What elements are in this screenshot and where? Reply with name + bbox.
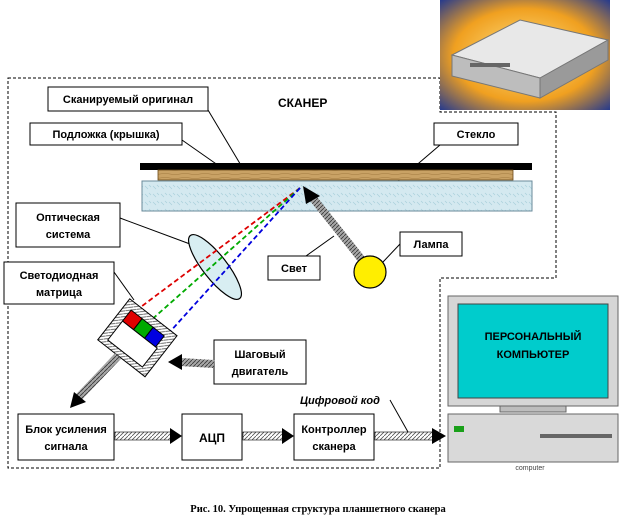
ray-blue (157, 187, 301, 346)
svg-text:Стекло: Стекло (457, 129, 496, 141)
svg-text:Светодиодная: Светодиодная (20, 270, 99, 282)
svg-text:АЦП: АЦП (199, 431, 225, 445)
svg-text:матрица: матрица (36, 287, 83, 299)
personal-computer: ПЕРСОНАЛЬНЫЙ КОМПЬЮТЕР computer (447, 295, 619, 472)
arrow-amp-adc (114, 428, 182, 444)
leader-lamp (382, 243, 401, 263)
lid-bar (140, 163, 532, 170)
label-scanned-original: Сканируемый оригинал (47, 86, 209, 112)
svg-text:Блок усиления: Блок усиления (25, 424, 107, 436)
lamp (353, 255, 387, 289)
arrow-controller-pc (374, 428, 446, 444)
svg-text:сигнала: сигнала (44, 441, 88, 453)
glass-plate (141, 180, 533, 212)
leader-digital-code (389, 399, 409, 433)
scanned-original (157, 169, 514, 181)
scanner-title: СКАНЕР (278, 96, 327, 110)
stepper-shaft (179, 358, 215, 368)
svg-text:двигатель: двигатель (232, 366, 289, 378)
leader-original (207, 109, 246, 173)
scanner-photo (440, 0, 610, 110)
label-optical-system: Оптическая система (15, 202, 121, 248)
block-controller: Контроллер сканера (293, 413, 375, 461)
block-adc: АЦП (181, 413, 243, 461)
leader-led (113, 271, 135, 301)
digital-code-label: Цифровой код (300, 395, 380, 407)
svg-text:КОМПЬЮТЕР: КОМПЬЮТЕР (497, 349, 570, 361)
leader-optical (119, 217, 191, 245)
block-amplifier: Блок усиления сигнала (17, 413, 115, 461)
svg-text:Контроллер: Контроллер (301, 424, 367, 436)
svg-text:Сканируемый оригинал: Сканируемый оригинал (63, 94, 193, 106)
label-substrate: Подложка (крышка) (29, 122, 183, 146)
svg-text:Подложка (крышка): Подложка (крышка) (52, 129, 159, 141)
matrix-output (75, 353, 121, 401)
svg-text:computer: computer (515, 465, 545, 472)
figure-caption: Рис. 10. Упрощенная структура планшетног… (190, 504, 446, 515)
light-beam (308, 194, 370, 268)
svg-text:Оптическая: Оптическая (36, 212, 100, 224)
svg-text:система: система (46, 229, 91, 241)
leader-light (305, 235, 335, 257)
stepper-arrowhead (168, 354, 182, 370)
label-light: Свет (267, 255, 321, 281)
label-lamp: Лампа (399, 231, 463, 257)
arrow-adc-controller (242, 428, 294, 444)
label-stepper-motor: Шаговый двигатель (213, 339, 307, 385)
svg-text:сканера: сканера (312, 441, 356, 453)
scanner-boundary (7, 77, 557, 469)
ray-red (125, 187, 301, 319)
ray-green (139, 187, 301, 331)
lens (188, 234, 242, 300)
light-arrowhead (303, 186, 320, 204)
label-glass: Стекло (433, 122, 519, 146)
led-matrix (97, 298, 178, 378)
svg-text:ПЕРСОНАЛЬНЫЙ: ПЕРСОНАЛЬНЫЙ (485, 330, 582, 343)
svg-text:Лампа: Лампа (413, 239, 449, 251)
svg-text:Свет: Свет (281, 263, 308, 275)
svg-text:Шаговый: Шаговый (234, 349, 285, 361)
label-led-matrix: Светодиодная матрица (3, 261, 115, 305)
